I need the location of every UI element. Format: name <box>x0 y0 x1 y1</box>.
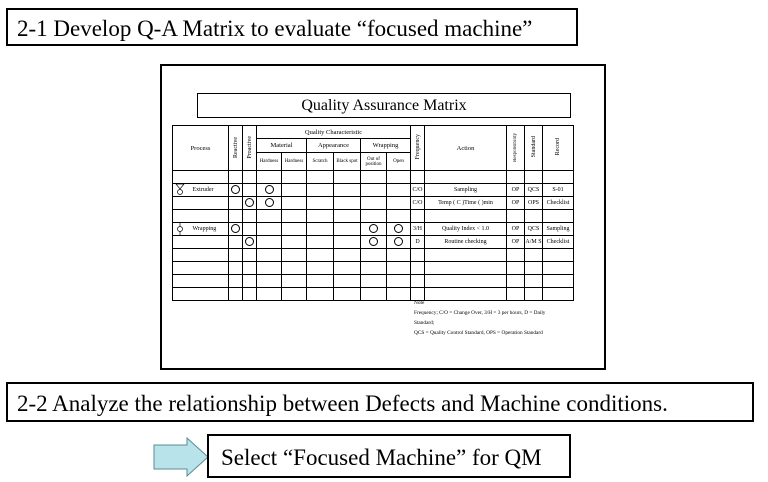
record-cell: Sampling <box>542 222 574 236</box>
table-row <box>172 261 574 275</box>
action-cell: Sampling <box>424 183 507 197</box>
circle-mark-icon <box>369 223 378 233</box>
action-cell: Quality Index < 1.0 <box>424 222 507 236</box>
responsibility-cell: OP <box>506 183 525 197</box>
table-row <box>172 170 574 184</box>
frequency-cell: C/O <box>410 196 425 210</box>
circle-mark-icon <box>394 223 403 233</box>
table-row <box>172 248 574 262</box>
circle-mark-icon <box>264 184 274 194</box>
header-scratch: Scratch <box>306 152 334 171</box>
responsibility-cell: OP <box>506 196 525 210</box>
table-row <box>172 209 574 223</box>
standard-cell: QCS <box>524 222 543 236</box>
process-wrapping: Wrapping <box>192 226 217 233</box>
table-row: Wrapping 3/H Quality Index < 1.0 OP QCS … <box>172 222 574 236</box>
header-black-spot: Black spot <box>333 152 361 171</box>
standard-cell: QCS <box>524 183 543 197</box>
circle-mark-icon <box>394 236 403 246</box>
note-line: QCS = Quality Control Standard, OPS = Op… <box>414 330 543 336</box>
action-cell: Temp ( C )Time ( )min <box>424 196 507 210</box>
circle-mark-icon <box>264 197 274 207</box>
right-arrow-icon <box>153 437 209 477</box>
header-record: Record <box>555 138 561 156</box>
header-process: Process <box>172 125 229 171</box>
table-row: Extruder C/O Sampling OP QCS S-01 <box>172 183 574 197</box>
flow-symbol-icon <box>175 184 185 195</box>
header-responsibility: Responsibility <box>513 132 518 162</box>
header-action: Action <box>424 125 507 171</box>
standard-cell: A/M S <box>524 235 543 249</box>
header-hardness-1: Hardness <box>256 152 282 171</box>
header-frequency: Frequency <box>414 134 421 160</box>
circle-mark-icon <box>369 236 378 246</box>
header-reactive: Reactive <box>232 136 239 158</box>
table-row <box>172 274 574 288</box>
circle-mark-icon <box>245 197 254 207</box>
standard-cell: OPS <box>524 196 543 210</box>
responsibility-cell: OP <box>506 235 525 249</box>
select-focused-machine-box: Select “Focused Machine” for QM <box>207 434 571 478</box>
header-appearance: Appearance <box>306 138 361 153</box>
step-heading-2-1: 2-1 Develop Q-A Matrix to evaluate “focu… <box>6 8 578 46</box>
record-cell: Checklist <box>542 196 574 210</box>
action-cell: Routine checking <box>424 235 507 249</box>
header-wrapping: Wrapping <box>360 138 411 153</box>
header-open: Open <box>386 152 411 171</box>
qa-matrix-title: Quality Assurance Matrix <box>197 93 571 118</box>
header-standard: Standard <box>530 136 537 158</box>
header-material: Material <box>256 138 307 153</box>
note-title: Note <box>414 300 425 306</box>
flow-symbol-icon <box>177 223 183 235</box>
frequency-cell: 3/H <box>410 222 425 236</box>
frequency-cell: C/O <box>410 183 425 197</box>
record-cell: S-01 <box>542 183 574 197</box>
header-quality-characteristic: Quality Characteristic <box>256 125 411 139</box>
circle-mark-icon <box>231 223 240 233</box>
table-row <box>172 287 574 301</box>
note-line: Standard; <box>414 320 435 326</box>
matrix-note: Note Frequency; C/O = Change Over, 3/H =… <box>414 298 592 338</box>
table-row: C/O Temp ( C )Time ( )min OP OPS Checkli… <box>172 196 574 210</box>
process-extruder: Extruder <box>192 187 214 194</box>
step-heading-2-2: 2-2 Analyze the relationship between Def… <box>6 382 754 422</box>
circle-mark-icon <box>231 184 240 194</box>
responsibility-cell: OP <box>506 222 525 236</box>
qa-matrix-table: Process Reactive Proactive Quality Chara… <box>172 125 574 301</box>
header-out-of-position: Out of position <box>360 152 387 171</box>
frequency-cell: D <box>410 235 425 249</box>
circle-mark-icon <box>245 236 254 246</box>
header-hardness-2: Hardness <box>281 152 307 171</box>
table-row: D Routine checking OP A/M S Checklist <box>172 235 574 249</box>
record-cell: Checklist <box>542 235 574 249</box>
header-proactive: Proactive <box>246 135 253 159</box>
note-line: Frequency; C/O = Change Over, 3/H = 3 pe… <box>414 310 546 316</box>
